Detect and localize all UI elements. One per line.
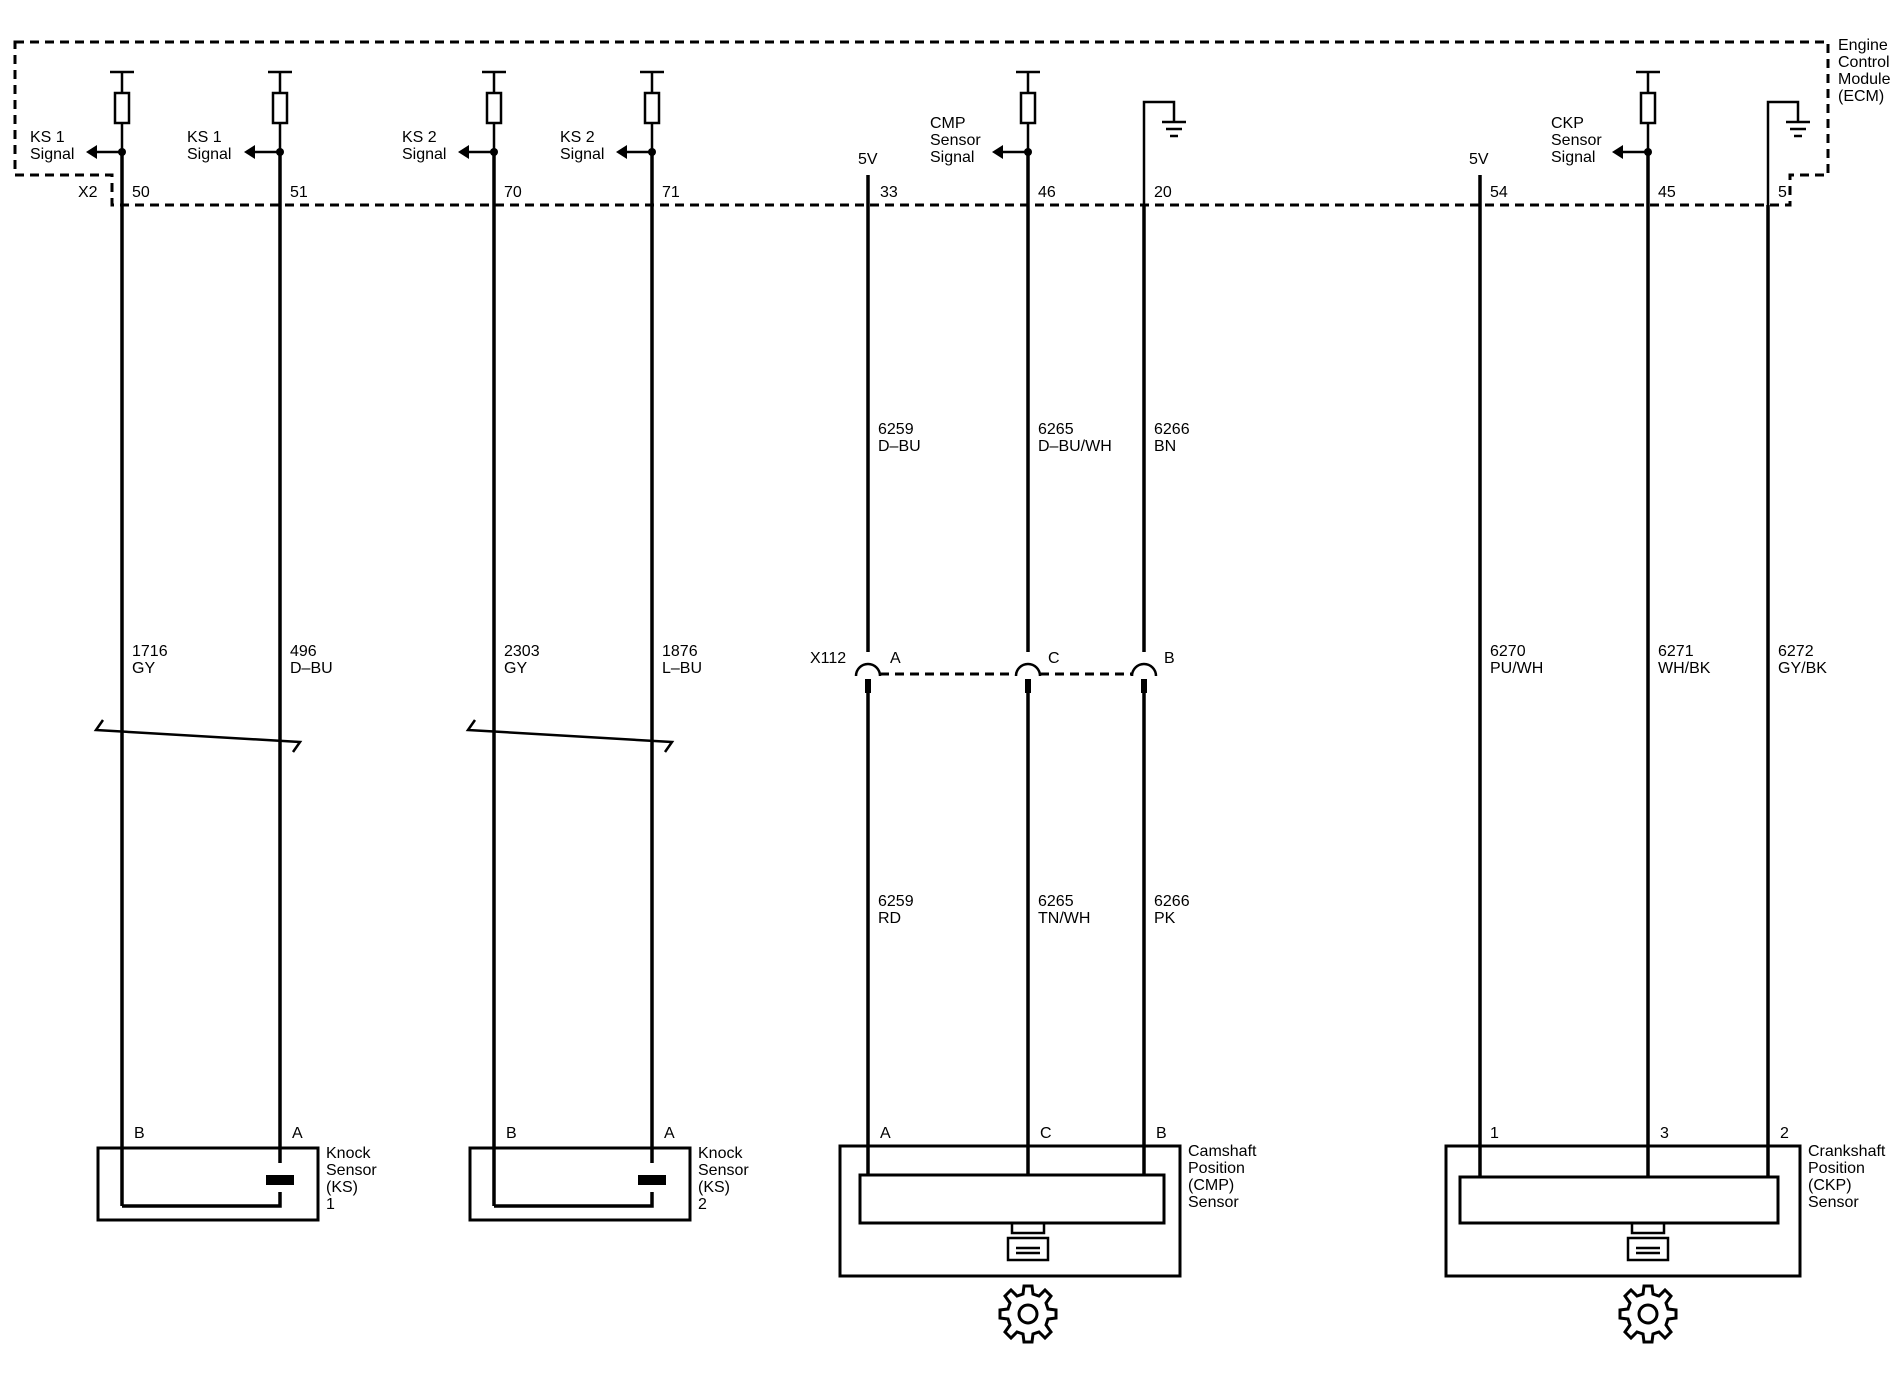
ref-5v-label: 5V — [858, 151, 878, 168]
ref-5v-label: 5V — [1469, 151, 1489, 168]
crankshaft-position-sensor — [1444, 1144, 1802, 1278]
arrow-icon — [1612, 145, 1623, 159]
knock-sensor-2 — [468, 1146, 692, 1222]
sensor-pin-label: B — [134, 1125, 145, 1142]
sensor-pin-label: 1 — [1490, 1125, 1499, 1142]
inline-pin-label: A — [890, 650, 901, 667]
twisted-pair-ks1 — [93, 719, 303, 753]
pullup-ks2-a — [458, 70, 506, 159]
pin-label: 20 — [1154, 184, 1172, 201]
camshaft-position-sensor — [838, 1144, 1182, 1278]
inline-pin-label: B — [1164, 650, 1175, 667]
knock-sensor-1 — [96, 1146, 320, 1222]
pin-label: 51 — [290, 184, 308, 201]
pin-label: 54 — [1490, 184, 1508, 201]
arrow-icon — [244, 145, 255, 159]
ecm-label-line-3: Module — [1838, 71, 1891, 88]
inline-connector-x112 — [854, 662, 1158, 693]
sensor-pin-label: 3 — [1660, 1125, 1669, 1142]
pullup-ks1-a — [86, 70, 134, 159]
pullup-ks2-b — [616, 70, 664, 159]
piezo-element-icon — [638, 1175, 666, 1185]
sensor-pin-label: B — [506, 1125, 517, 1142]
arrow-icon — [86, 145, 97, 159]
ecm-label-line-4: (ECM) — [1838, 88, 1884, 105]
inline-connector-label: X112 — [810, 650, 846, 667]
pin-label: 45 — [1658, 184, 1676, 201]
ecm-boundary — [13, 40, 1830, 207]
sensor-pin-label: A — [880, 1125, 891, 1142]
ecm-label-line-1: Engine — [1838, 37, 1888, 54]
pullup-cmp — [992, 70, 1040, 159]
ecm-label: Engine Control Module (ECM) — [1838, 37, 1895, 105]
arrow-icon — [616, 145, 627, 159]
pin-label: 50 — [132, 184, 150, 201]
pin-label: 71 — [662, 184, 680, 201]
gear-icon — [998, 1284, 1058, 1344]
gear-icon — [1618, 1284, 1678, 1344]
arrow-icon — [458, 145, 469, 159]
sensor-pin-label: A — [292, 1125, 303, 1142]
inline-pin-label: C — [1048, 650, 1060, 667]
twisted-pair-ks2 — [465, 719, 675, 753]
ecm-connector-label: X2 — [78, 184, 98, 201]
sensor-pin-label: C — [1040, 1125, 1052, 1142]
sensor-pin-label: B — [1156, 1125, 1167, 1142]
ground-symbol-cmp — [1142, 100, 1186, 205]
pin-label: 5 — [1778, 184, 1787, 201]
pin-label: 33 — [880, 184, 898, 201]
pin-label: 70 — [504, 184, 522, 201]
sensor-pin-label: 2 — [1780, 1125, 1789, 1142]
sensor-pin-label: A — [664, 1125, 675, 1142]
pin-label: 46 — [1038, 184, 1056, 201]
ecm-label-line-2: Control — [1838, 54, 1890, 71]
pullup-ckp — [1612, 70, 1660, 159]
magnet-icon — [1006, 1236, 1050, 1262]
pullup-ks1-b — [244, 70, 292, 159]
magnet-icon — [1626, 1236, 1670, 1262]
ground-symbol-ckp — [1766, 100, 1810, 205]
arrow-icon — [992, 145, 1003, 159]
piezo-element-icon — [266, 1175, 294, 1185]
